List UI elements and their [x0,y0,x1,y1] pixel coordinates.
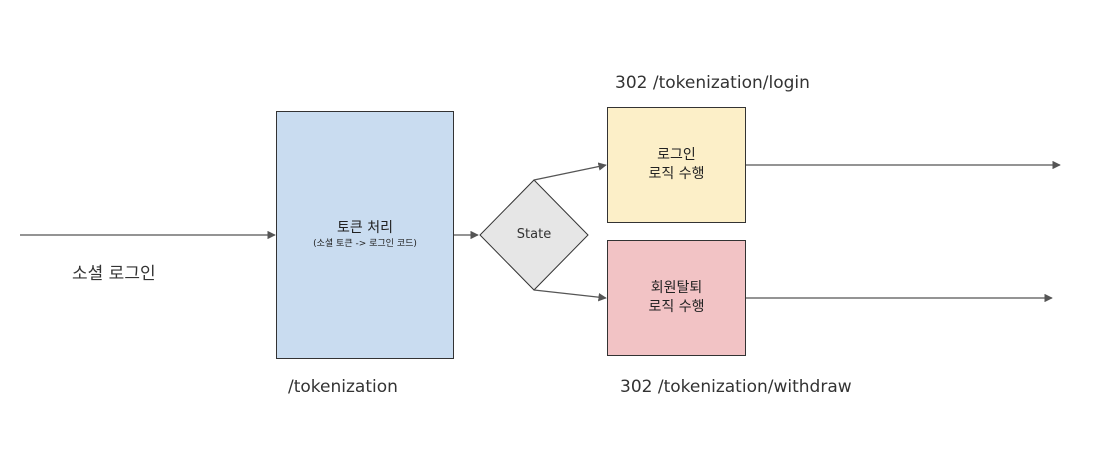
login-logic-line1: 로그인 [657,147,696,163]
token-processing-subtitle: (소셜 토큰 -> 로그인 코드) [313,239,417,249]
tokenization-path-label: /tokenization [288,377,398,397]
login-logic-box: 로그인 로직 수행 [607,107,746,223]
edge-state-to-withdraw [533,289,607,302]
login-logic-line2: 로직 수행 [648,166,705,182]
social-login-label: 소셜 로그인 [72,264,156,284]
withdraw-path-label: 302 /tokenization/withdraw [620,377,852,397]
withdraw-logic-box: 회원탈퇴 로직 수행 [607,240,746,356]
login-path-label: 302 /tokenization/login [615,73,810,93]
edge-state-to-login [533,162,607,181]
state-label: State [516,227,552,242]
token-processing-title: 토큰 처리 [337,220,393,236]
token-processing-box: 토큰 처리 (소셜 토큰 -> 로그인 코드) [276,111,454,359]
withdraw-logic-line1: 회원탈퇴 [650,280,703,296]
withdraw-logic-line2: 로직 수행 [648,299,705,315]
